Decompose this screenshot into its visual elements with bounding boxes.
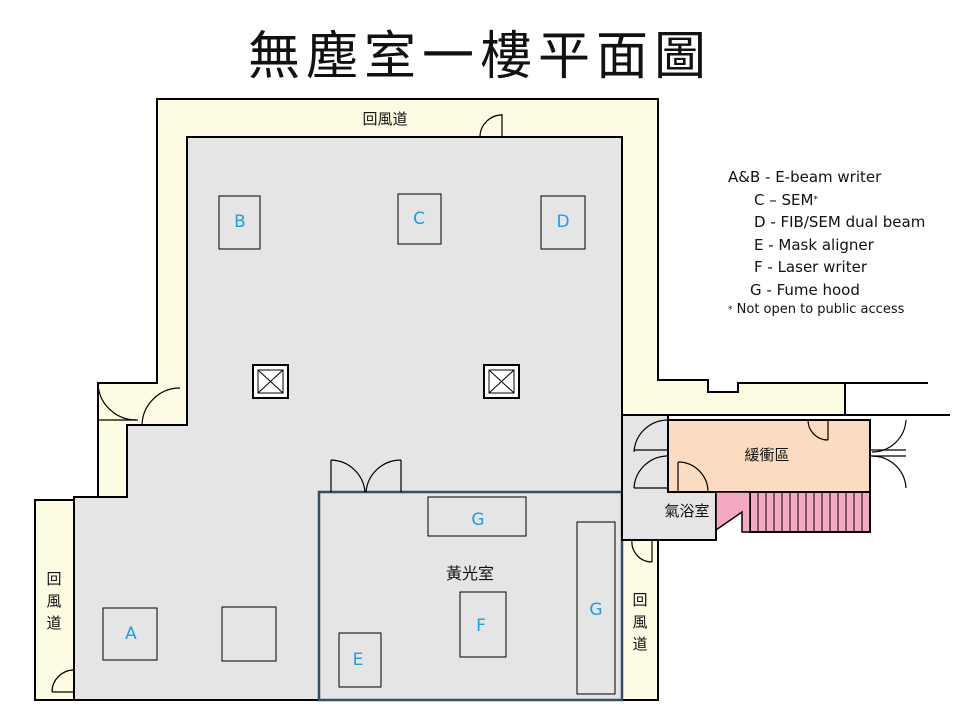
legend: A&B - E-beam writer C – SEM* D - FIB/SEM… — [728, 166, 925, 319]
legend-note: * Not open to public access — [728, 301, 925, 319]
equipment-label-a: A — [125, 624, 137, 644]
equipment-g-top-box — [427, 496, 527, 537]
stairs — [749, 491, 871, 533]
equipment-c-box — [397, 193, 442, 245]
label-return-corridor-right-3: 道 — [632, 635, 647, 653]
door-swing-icon — [365, 459, 402, 493]
equipment-b-box — [218, 195, 261, 250]
legend-ab: A&B - E-beam writer — [728, 168, 882, 186]
legend-f: F - Laser writer — [754, 258, 867, 276]
legend-d: D - FIB/SEM dual beam — [754, 213, 926, 231]
door-swing-icon — [870, 419, 907, 453]
equipment-label-g-right: G — [589, 600, 602, 620]
label-buffer-zone: 緩衝區 — [744, 446, 789, 464]
equipment-unlabeled-box — [221, 606, 277, 662]
return-corridor-left — [34, 499, 75, 701]
door-swing-icon — [677, 461, 709, 493]
equipment-label-g-top: G — [471, 510, 484, 530]
legend-c-mark: * — [813, 194, 818, 205]
legend-note-mark: * — [728, 305, 733, 315]
equipment-d-box — [540, 195, 586, 250]
legend-g: G - Fume hood — [750, 280, 860, 299]
column — [483, 364, 520, 399]
door-swing-icon — [51, 669, 75, 693]
equipment-label-f: F — [476, 616, 486, 636]
equipment-a-box — [102, 607, 158, 661]
door-swing-icon — [141, 387, 181, 426]
equipment-label-b: B — [234, 212, 246, 232]
door-swing-icon — [97, 382, 138, 421]
door-swing-icon — [807, 419, 829, 441]
equipment-label-c: C — [413, 209, 425, 229]
column — [252, 364, 289, 399]
legend-e: E - Mask aligner — [754, 235, 874, 254]
equipment-e-box — [338, 632, 382, 688]
label-yellow-room: 黃光室 — [446, 564, 494, 583]
equipment-label-e: E — [353, 650, 364, 670]
door-swing-icon — [330, 459, 366, 493]
door-swing-icon — [870, 455, 907, 489]
legend-note-text: Not open to public access — [736, 302, 905, 317]
stair-landing — [715, 491, 751, 533]
label-return-corridor-left-1: 回 — [46, 570, 61, 588]
door-swing-icon — [631, 539, 653, 563]
label-return-corridor-left-3: 道 — [46, 614, 61, 632]
legend-c: C – SEM* — [728, 189, 925, 212]
label-return-corridor-left-2: 風 — [46, 592, 61, 610]
door-swing-icon — [633, 455, 669, 489]
label-return-corridor-top: 回風道 — [362, 110, 407, 128]
label-return-corridor-right-1: 回 — [632, 591, 647, 609]
equipment-g-right-box — [576, 521, 616, 695]
door-swing-icon — [479, 114, 503, 138]
legend-c-text: C – SEM — [754, 190, 814, 209]
equipment-f-box — [459, 591, 507, 658]
door-swing-icon — [633, 419, 669, 453]
stair-treads — [757, 492, 863, 532]
label-air-shower: 氣浴室 — [664, 502, 709, 520]
label-return-corridor-right-2: 風 — [632, 613, 647, 631]
page-title: 無塵室一樓平面圖 — [247, 27, 712, 87]
equipment-label-d: D — [556, 212, 569, 232]
